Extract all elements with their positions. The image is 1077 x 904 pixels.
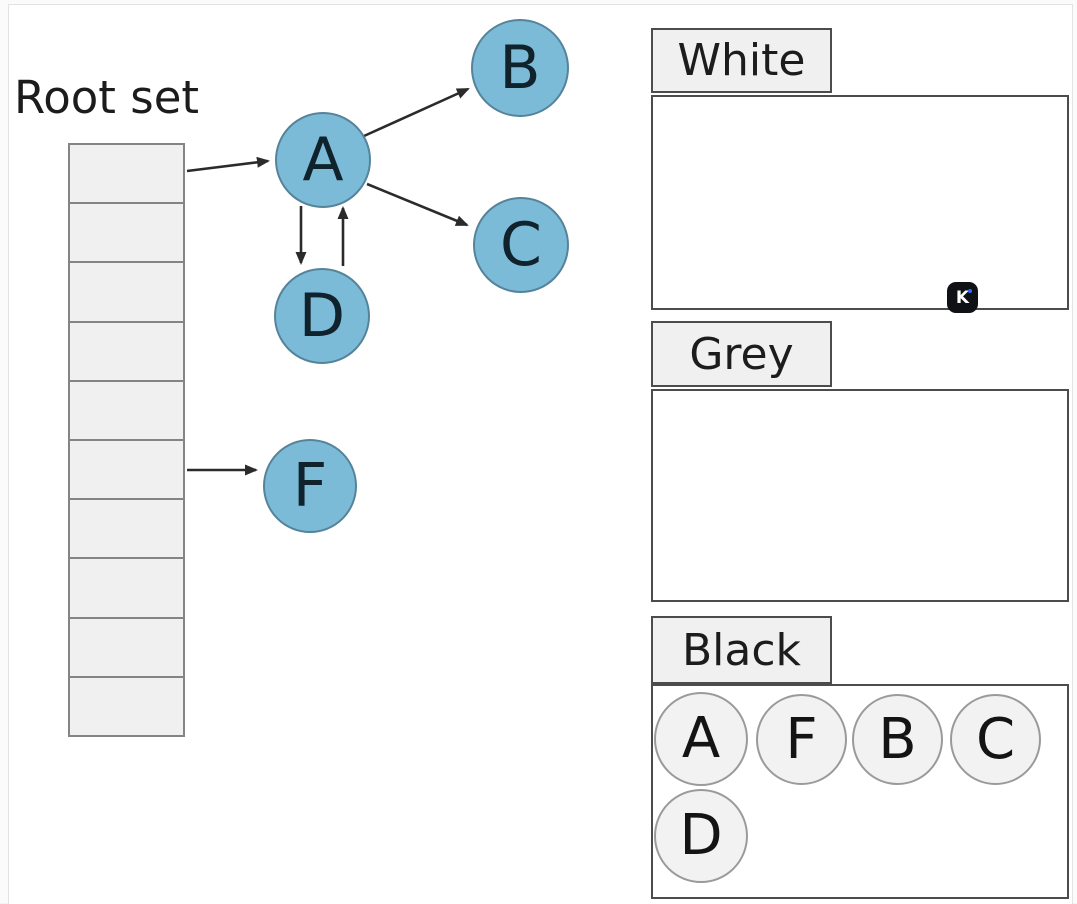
root-set-cell [70,677,183,736]
watermark-letter: K [955,287,970,308]
graph-node-D: D [274,268,370,364]
black-bin-item-B: B [852,694,943,785]
graph-node-C: C [473,197,569,293]
root-set-cell [70,145,183,205]
root-set-cell [70,559,183,619]
graph-node-B: B [471,19,569,117]
root-set-cell [70,204,183,264]
black-bin-item-C: C [950,694,1041,785]
root-set-cell [70,322,183,382]
root-set-label: Root set [14,71,200,124]
grey-bin-tab: Grey [651,321,832,387]
black-bin-tab: Black [651,616,832,684]
white-bin-tab: White [651,28,832,93]
grey-bin-body [651,389,1069,602]
graph-node-A: A [275,112,371,208]
root-set-cell [70,500,183,560]
black-bin-item-F: F [756,694,847,785]
watermark-logo: K [947,282,978,313]
root-set-cell [70,381,183,442]
root-set-array [68,143,185,737]
root-set-cell [70,441,183,501]
black-bin-item-A: A [654,692,748,786]
white-bin-body [651,95,1069,310]
graph-node-F: F [263,439,357,533]
black-bin-item-D: D [654,789,748,883]
root-set-cell [70,618,183,678]
root-set-cell [70,263,183,323]
watermark-dot-icon [968,289,972,293]
